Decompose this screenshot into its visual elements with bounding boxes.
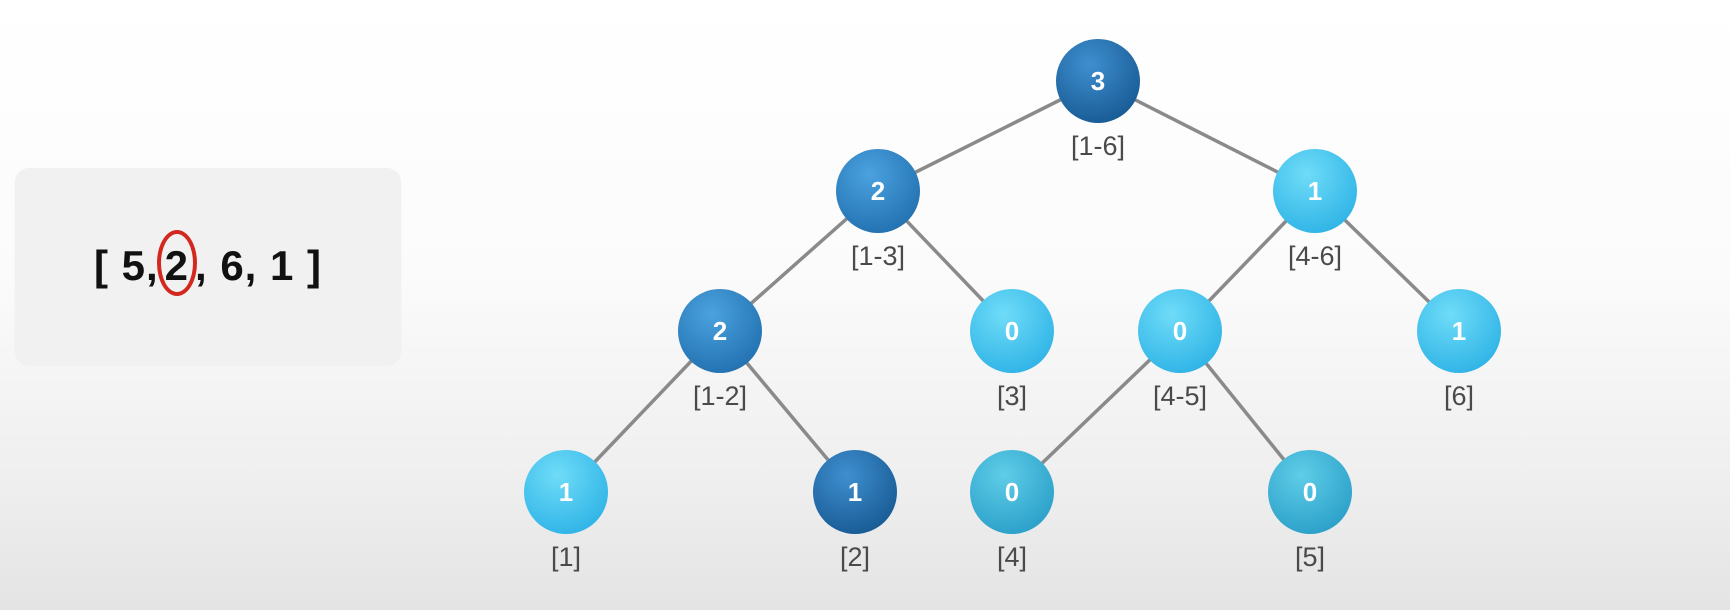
nodes-layer: 3 [1-6] 2 [1-3] 1 [4-6] 2 [1-2] 0 [3] 0 [4-5] 1 [6] 1 [… [524, 39, 1501, 572]
tree-node: 2 [1-3] [836, 149, 920, 271]
tree-node: 0 [5] [1268, 450, 1352, 572]
node-value: 0 [1303, 477, 1317, 507]
node-circle [970, 450, 1054, 534]
node-value: 0 [1005, 477, 1019, 507]
tree-node: 0 [4] [970, 450, 1054, 572]
node-circle [970, 289, 1054, 373]
tree-node: 2 [1-2] [678, 289, 762, 411]
node-circle [678, 289, 762, 373]
node-circle [813, 450, 897, 534]
tree-node: 0 [4-5] [1138, 289, 1222, 411]
node-circle [1273, 149, 1357, 233]
array-card: [ 5, 2 , 6, 1 ] [15, 168, 401, 364]
node-range-label: [4-5] [1153, 381, 1207, 411]
node-value: 1 [559, 477, 573, 507]
node-value: 1 [1308, 176, 1322, 206]
node-value: 0 [1005, 316, 1019, 346]
node-range-label: [3] [997, 381, 1027, 411]
array-suffix: , 6, 1 ] [194, 242, 323, 289]
node-circle [1268, 450, 1352, 534]
node-range-label: [1] [551, 542, 581, 572]
node-circle [836, 149, 920, 233]
tree-node: 1 [2] [813, 450, 897, 572]
node-value: 2 [871, 176, 885, 206]
node-range-label: [2] [840, 542, 870, 572]
tree-node: 1 [4-6] [1273, 149, 1357, 271]
array-display: [ 5, 2 , 6, 1 ] [15, 168, 401, 364]
node-value: 1 [1452, 316, 1466, 346]
edges-layer [564, 79, 1461, 494]
node-circle [1056, 39, 1140, 123]
array-prefix: [ 5, [93, 242, 159, 289]
node-range-label: [1-2] [693, 381, 747, 411]
highlighted-element: 2 [156, 230, 197, 296]
node-value: 0 [1173, 316, 1187, 346]
node-circle [524, 450, 608, 534]
tree-node: 1 [1] [524, 450, 608, 572]
node-circle [1138, 289, 1222, 373]
node-value: 3 [1091, 66, 1105, 96]
highlight-circle [156, 230, 197, 296]
node-range-label: [4] [997, 542, 1027, 572]
node-range-label: [6] [1444, 381, 1474, 411]
node-value: 2 [713, 316, 727, 346]
node-circle [1417, 289, 1501, 373]
node-range-label: [4-6] [1288, 241, 1342, 271]
tree-node: 1 [6] [1417, 289, 1501, 411]
node-range-label: [5] [1295, 542, 1325, 572]
node-range-label: [1-3] [851, 241, 905, 271]
node-range-label: [1-6] [1071, 131, 1125, 161]
node-value: 1 [848, 477, 862, 507]
tree-node: 0 [3] [970, 289, 1054, 411]
tree-node: 3 [1-6] [1056, 39, 1140, 161]
